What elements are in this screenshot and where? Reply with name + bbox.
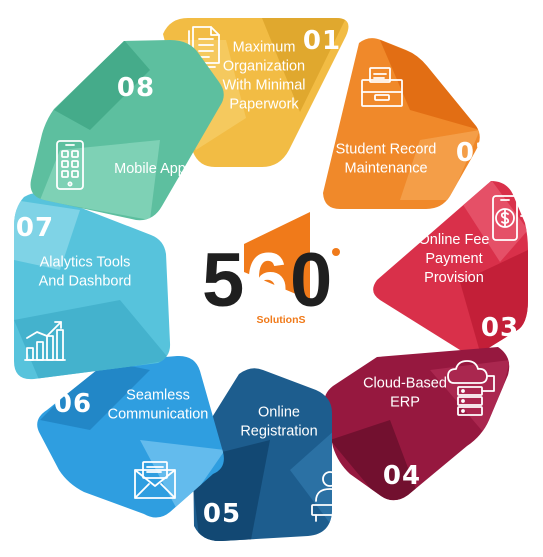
segment-number: 08	[117, 73, 155, 103]
shade-light	[14, 200, 80, 270]
segment-number: 04	[383, 461, 421, 491]
segment-label-line: Provision	[424, 270, 484, 286]
segment-shading	[380, 40, 480, 200]
cloud-server-icon	[447, 360, 495, 416]
segment-number: 07	[16, 213, 54, 243]
shade-dark	[330, 420, 420, 500]
shade-dark	[54, 40, 150, 130]
mobile-app-icon	[56, 140, 84, 190]
logo-tagline: SolutionS	[257, 314, 306, 326]
segment-number: 03	[481, 313, 519, 343]
shade-light	[400, 130, 480, 200]
shade-light	[140, 440, 224, 515]
shade-light	[40, 140, 160, 220]
logo-digit-zero: 0	[290, 238, 332, 323]
segment-number: 06	[54, 389, 92, 419]
segment-number: 05	[203, 499, 241, 529]
segment-label-line: Maintenance	[344, 161, 427, 177]
segment-label-line: And Dashbord	[39, 274, 132, 290]
segment-shading	[40, 40, 160, 220]
logo-digit-six: 6	[246, 238, 288, 323]
file-drawer-icon	[361, 67, 403, 107]
segment-label-line: Registration	[240, 424, 317, 440]
envelope-icon	[134, 461, 176, 499]
segment-shading	[14, 200, 170, 380]
shade-light	[460, 181, 528, 262]
shade-dark	[380, 40, 480, 130]
segment-label-line: ERP	[390, 395, 420, 411]
segment-shading	[40, 360, 224, 515]
segment-label-line: Payment	[425, 251, 482, 267]
mobile-payment-icon	[492, 195, 528, 241]
segment-label-line: Maximum	[233, 40, 296, 56]
segment-label-line: Online	[258, 405, 300, 421]
segment-label-line: Student Record	[336, 142, 437, 158]
segment-label-line: Communication	[108, 407, 209, 423]
segment-number: 02	[456, 138, 494, 168]
segment-label-line: Online Fee	[419, 232, 490, 248]
segment-shading	[460, 181, 528, 352]
segment-label-line: Cloud-Based	[363, 376, 447, 392]
segment-label-line: Paperwork	[229, 97, 299, 113]
shade-dark	[14, 300, 170, 380]
segment-label-line: Seamless	[126, 388, 190, 404]
segment-label-line: Mobile App	[114, 161, 186, 177]
shade-dark	[460, 250, 528, 352]
user-computer-icon	[311, 471, 359, 522]
shade-dark	[262, 18, 346, 112]
shade-dark	[40, 360, 150, 430]
segment-label-line: Organization	[223, 59, 305, 75]
segment-label-line: Alalytics Tools	[40, 255, 131, 271]
logo-dot	[332, 248, 340, 256]
segment-number: 01	[303, 26, 341, 56]
logo-digit-five: 5	[202, 238, 244, 323]
analytics-chart-icon	[24, 321, 66, 361]
logo-orange-bar	[244, 212, 310, 300]
segment-label-line: With Minimal	[223, 78, 306, 94]
segment-08: Mobile App 08	[30, 40, 224, 221]
company-logo: 5 6 0 SolutionS	[202, 212, 340, 326]
